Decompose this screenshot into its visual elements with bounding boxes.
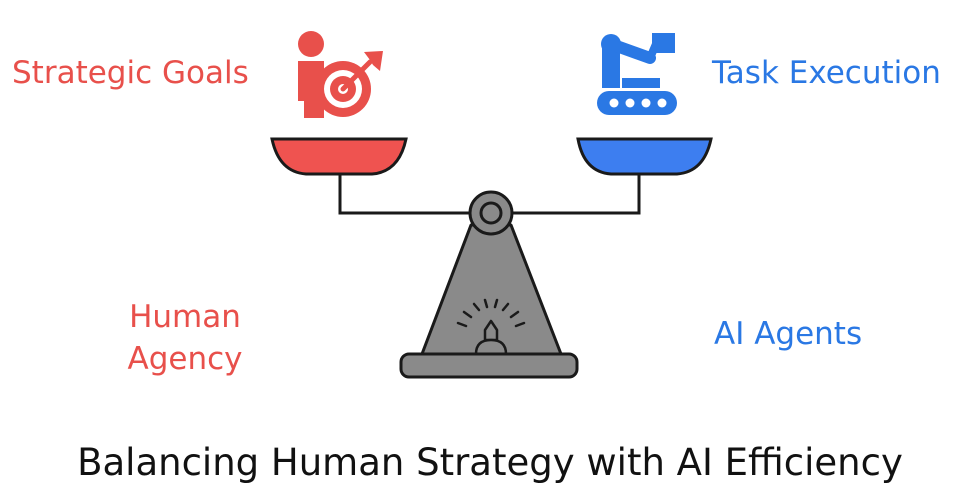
robot-arm-conveyor-icon — [597, 33, 677, 115]
ai-agents-label: AI Agents — [714, 316, 863, 352]
human-agency-label: Human Agency — [127, 299, 243, 377]
right-pan — [576, 137, 713, 176]
pivot-inner — [479, 201, 503, 225]
task-execution-label: Task Execution — [712, 55, 941, 91]
scale-base — [399, 352, 579, 379]
left-pan — [270, 137, 408, 176]
gauge-icon — [456, 298, 526, 356]
strategic-goals-label: Strategic Goals — [12, 55, 249, 91]
diagram-caption: Balancing Human Strategy with AI Efficie… — [77, 441, 903, 484]
person-target-icon — [298, 31, 383, 118]
